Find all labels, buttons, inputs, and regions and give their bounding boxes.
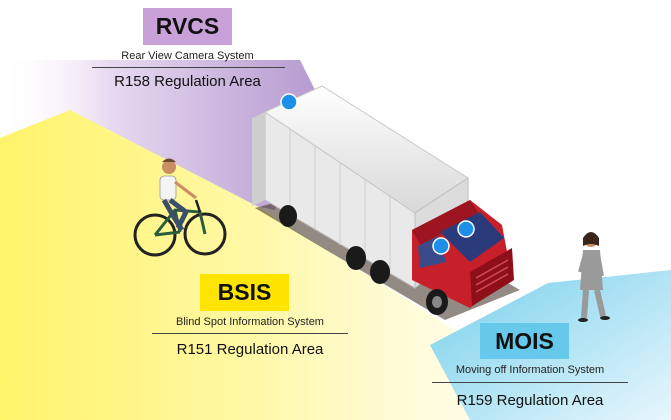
sensor-dot-icon xyxy=(280,93,298,111)
bsis-zone xyxy=(0,110,470,420)
mois-full-name: Moving off Information System xyxy=(455,364,605,376)
sensor-dot-icon xyxy=(432,237,450,255)
cyclist-icon xyxy=(133,158,227,257)
mois-regulation: R159 Regulation Area xyxy=(456,392,604,409)
mois-badge: MOIS xyxy=(480,323,569,359)
truck-icon xyxy=(252,85,520,320)
rvcs-full-name: Rear View Camera System xyxy=(121,50,254,62)
bsis-regulation: R151 Regulation Area xyxy=(176,341,324,358)
pedestrian-icon xyxy=(578,232,610,322)
bsis-full-name: Blind Spot Information System xyxy=(176,316,324,328)
sensor-dot-icon xyxy=(457,220,475,238)
rvcs-divider xyxy=(92,67,285,68)
bsis-badge: BSIS xyxy=(200,274,289,311)
rvcs-badge: RVCS xyxy=(143,8,232,45)
rvcs-acronym: RVCS xyxy=(155,13,220,39)
bsis-acronym: BSIS xyxy=(217,279,272,305)
mois-acronym: MOIS xyxy=(495,328,554,354)
rvcs-zone xyxy=(0,60,315,210)
bsis-divider xyxy=(152,333,348,334)
rvcs-regulation: R158 Regulation Area xyxy=(114,73,261,90)
mois-divider xyxy=(432,382,628,383)
